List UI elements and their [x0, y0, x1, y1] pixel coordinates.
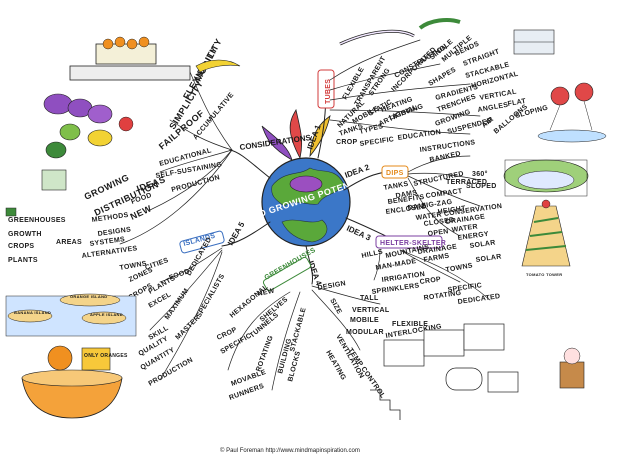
idea2-banked: BANKED: [429, 151, 462, 164]
idea5-master: MASTER: [174, 314, 201, 341]
idea4-blocks: BLOCKS: [287, 350, 302, 382]
idea3-crop: CROP: [419, 276, 441, 286]
idea2-water: WATER: [451, 223, 478, 234]
idea1-education: EDUCATION: [397, 129, 441, 142]
idea1-flat: FLAT: [507, 98, 527, 108]
idea3-dedicated: DEDICATED: [457, 293, 501, 306]
tomato-tower-label: TOMATO TOWER: [526, 272, 562, 277]
idea4-mobile: MOBILE: [350, 317, 379, 324]
orange-bowl-drawing: ONLY ORANGES: [21, 345, 128, 419]
idea2-360: 360°: [472, 170, 488, 178]
modular-greenhouse-drawing: [370, 323, 585, 420]
idea3-towns: TOWNS: [445, 262, 473, 274]
idea2-energy: ENERGY: [457, 231, 489, 242]
idea4-vertical: VERTICAL: [352, 307, 390, 314]
consider-areas: AREAS: [56, 239, 82, 246]
idea1-crop: CROP: [336, 139, 357, 146]
idea3-tag: HELTER-SKELTER: [380, 240, 446, 247]
idea2-branch: IDEA 2 DIPS BANKED STRUCTURED 360° SLOPE…: [344, 151, 503, 250]
idea2-sloped: SLOPED: [466, 183, 497, 190]
banana-drawing: [195, 59, 241, 73]
consider-greenhouses: GREENHOUSES: [8, 217, 66, 224]
tubes-drawing: [339, 18, 555, 55]
idea4-rotating: ROTATING: [255, 334, 275, 372]
idea4-tall: TALL: [360, 295, 379, 302]
idea4-branch: IDEA 4 GREENHOUSES NEW DESIGN TALL VERTI…: [216, 247, 443, 402]
idea2-zig-zag: ZIG-ZAG: [421, 199, 453, 210]
idea3-man-made: MAN-MADE: [375, 258, 417, 272]
balloons-drawing: [537, 82, 607, 143]
terraced-dips-drawing: [503, 159, 589, 197]
islands-drawing: ORANGE ISLAND BANANA ISLAND APPLE ISLAND: [5, 293, 137, 337]
idea2-tag: DIPS: [386, 170, 404, 177]
idea5-specialists: SPECIALISTS: [196, 273, 227, 319]
idea2-closed: CLOSED: [423, 217, 455, 228]
idea4-size: SIZE: [328, 298, 342, 316]
greenhouse-box-drawing: [5, 169, 67, 217]
idea4-modular: MODULAR: [346, 329, 384, 336]
idea4-new: NEW: [257, 288, 275, 298]
credit-text: © Paul Foreman http://www.mindmapinspira…: [220, 447, 360, 454]
idea4-crop: CROP: [216, 326, 238, 341]
central-globe: FOOD GROWING POTENTIAL: [238, 108, 372, 247]
idea3-label: IDEA 3: [345, 224, 372, 243]
idea4-design: DESIGN: [317, 280, 346, 292]
idea1-instructions: INSTRUCTIONS: [419, 139, 476, 154]
idea1-shapes: SHAPES: [428, 66, 458, 87]
idea5-label: IDEA 5: [226, 220, 247, 247]
consider-systems: SYSTEMS: [89, 236, 125, 248]
apple-island-label: APPLE ISLAND: [90, 312, 123, 317]
idea2-dams: DAMS: [395, 189, 418, 200]
consider-growth: GROWTH: [8, 231, 42, 238]
consider-production: PRODUCTION: [171, 174, 221, 194]
idea3-farms: FARMS: [423, 253, 450, 264]
idea2-dam: DAM: [407, 203, 425, 212]
idea2-solar: SOLAR: [469, 239, 496, 250]
orange-island-label: ORANGE ISLAND: [70, 294, 107, 299]
consider-crops: CROPS: [8, 243, 34, 250]
idea4-heating: HEATING: [324, 350, 347, 382]
idea4-flexible: FLEXIBLE: [392, 321, 428, 328]
idea2-terraced: TERRACED: [446, 179, 487, 186]
idea4-temp-control: TEMP CONTROL: [346, 347, 386, 400]
helter-skelter-drawing: TOMATO TOWER: [521, 199, 571, 277]
idea1-tag: TUBES: [325, 79, 332, 104]
consider-new: NEW: [129, 203, 154, 222]
idea1-specific: SPECIFIC: [359, 136, 394, 148]
idea3-sprinklers: SPRINKLERS: [371, 282, 420, 296]
idea2-compact: COMPACT: [425, 188, 463, 200]
idea3-solar: SOLAR: [475, 253, 502, 264]
idea1-angles: ANGLES: [477, 102, 509, 114]
consider-designs: DESIGNS: [97, 226, 131, 238]
conveyor-drawing: [69, 36, 191, 81]
idea1-air: AIR: [481, 116, 495, 130]
idea3-rotating: ROTATING: [423, 290, 462, 302]
idea1-branch: IDEA 1 TUBES FLEXIBLE TRANSPARENT STRONG…: [305, 34, 549, 154]
consider-plants: PLANTS: [8, 257, 38, 264]
idea3-hills: HILLS: [361, 249, 384, 260]
idea2-tanks: TANKS: [383, 181, 409, 192]
idea3-specific: SPECIFIC: [447, 282, 482, 294]
idea5-towns: TOWNS: [119, 260, 147, 272]
vegetables-drawing: [43, 93, 134, 159]
idea4-stackable: STACKABLE: [289, 307, 308, 353]
idea2-open: OPEN: [427, 228, 449, 238]
idea2-height: HEIGHT: [437, 205, 466, 216]
only-oranges-label: ONLY ORANGES: [84, 353, 128, 359]
banana-island-label: BANANA ISLAND: [14, 310, 51, 315]
